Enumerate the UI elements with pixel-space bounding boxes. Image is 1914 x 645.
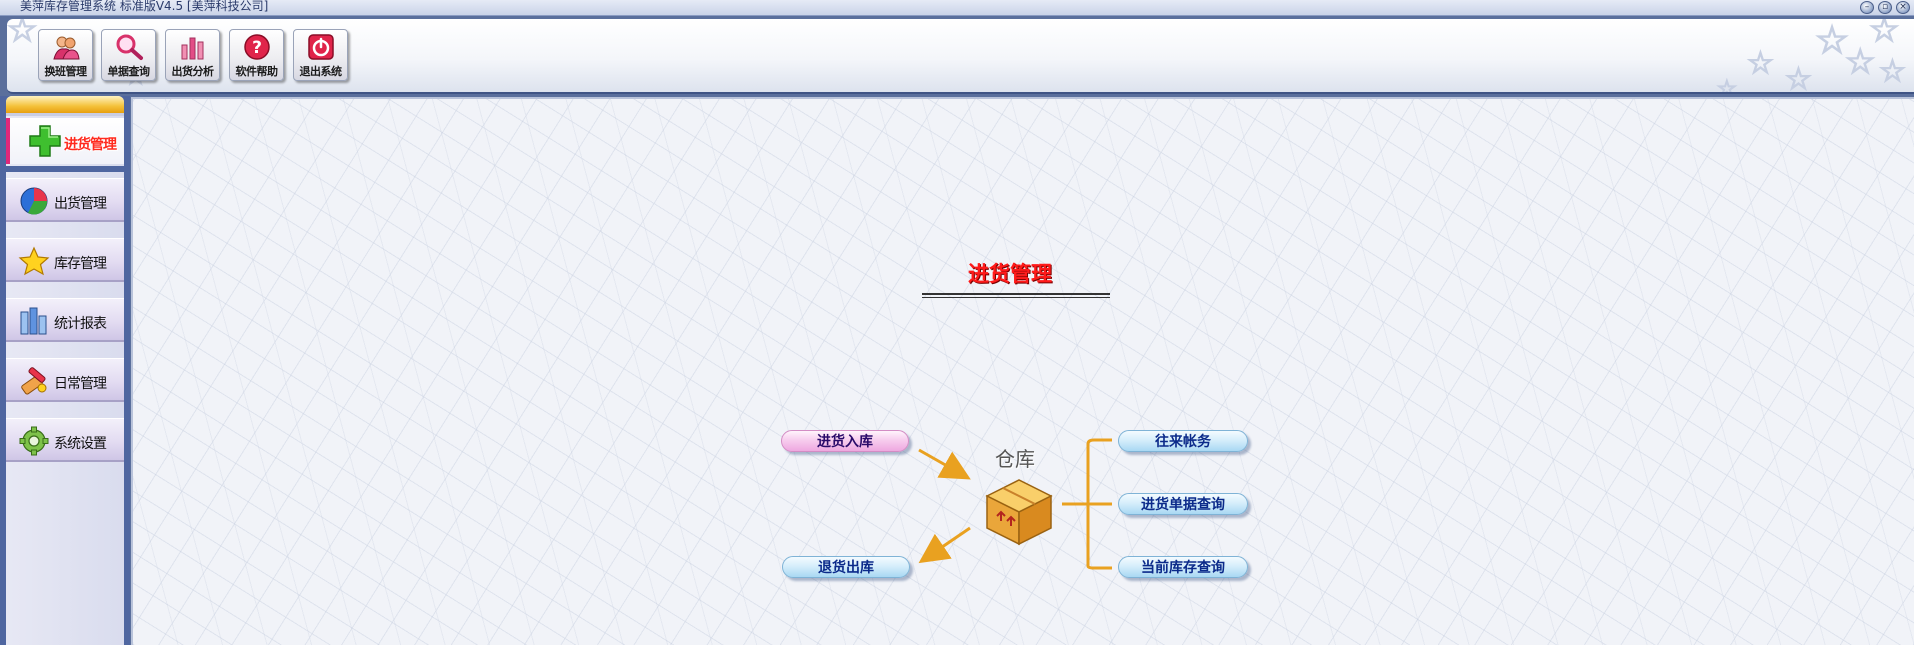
sidebar-item-label: 日常管理 (54, 376, 107, 392)
decor-star-icon: ☆ (1716, 76, 1737, 94)
exit-system-button[interactable]: 退出系统 (293, 29, 348, 81)
decor-star-icon: ☆ (1814, 19, 1850, 62)
sidebar-item-inventory-management[interactable]: 库存管理 (6, 238, 124, 282)
star-icon (18, 246, 50, 276)
svg-text:?: ? (252, 38, 262, 58)
decor-star-icon: ☆ (1784, 62, 1812, 94)
sidebar-item-daily-management[interactable]: 日常管理 (6, 358, 124, 402)
shipment-analysis-label: 出货分析 (171, 65, 215, 78)
current-stock-query-label: 当前库存查询 (1141, 560, 1225, 576)
bar-chart-icon (181, 37, 203, 60)
help-icon: ? (243, 34, 270, 60)
shift-management-label: 换班管理 (44, 65, 88, 78)
toolbar: ☆ ☆ ☆ ☆ ☆ ☆ ☆ ☆ ☆ 换班管理 单据查询 出货分析 (7, 19, 1914, 94)
user-group-icon (52, 36, 80, 60)
shipment-analysis-button[interactable]: 出货分析 (165, 29, 220, 81)
purchase-document-query-button[interactable]: 进货单据查询 (1118, 493, 1248, 515)
exit-system-label: 退出系统 (299, 65, 343, 78)
main-panel (131, 97, 1914, 645)
close-icon[interactable]: × (1896, 1, 1910, 14)
purchase-inbound-button[interactable]: 进货入库 (781, 430, 909, 452)
current-stock-query-button[interactable]: 当前库存查询 (1118, 556, 1248, 578)
sidebar-item-label: 系统设置 (54, 436, 107, 452)
restore-icon[interactable]: ▫ (1878, 1, 1892, 14)
sidebar-divider (0, 166, 130, 172)
sidebar-item-shipment-management[interactable]: 出货管理 (6, 178, 124, 222)
sidebar-active-label: 进货管理 (64, 137, 117, 153)
document-query-label: 单据查询 (107, 65, 151, 78)
green-plus-icon (29, 125, 61, 157)
document-query-button[interactable]: 单据查询 (101, 29, 156, 81)
sidebar-item-statistics-report[interactable]: 统计报表 (6, 298, 124, 342)
sidebar-item-system-settings[interactable]: 系统设置 (6, 418, 124, 462)
page-title: 进货管理 (968, 262, 1052, 286)
accounts-label: 往来帐务 (1155, 434, 1211, 450)
sidebar-item-label: 统计报表 (54, 316, 107, 332)
sidebar-item-label: 出货管理 (54, 196, 107, 212)
purchase-inbound-label: 进货入库 (817, 434, 873, 450)
warehouse-label: 仓库 (995, 447, 1035, 471)
decor-star-icon: ☆ (1878, 54, 1906, 90)
sidebar-panel: 进货管理 出货管理 库存管理 统计报表 (0, 96, 130, 645)
report-bars-icon (20, 307, 47, 335)
sidebar-item-label: 库存管理 (54, 256, 107, 272)
software-help-button[interactable]: ? 软件帮助 (229, 29, 284, 81)
title-bar: 美萍库存管理系统 标准版V4.5 [美萍科技公司] – ▫ × (0, 0, 1914, 16)
decor-star-icon: ☆ (1746, 46, 1774, 82)
sidebar-item-purchase-management[interactable]: 进货管理 (6, 118, 124, 164)
gear-icon (19, 426, 49, 456)
pie-chart-icon (20, 187, 48, 215)
tools-icon (21, 367, 47, 395)
magnifier-icon (116, 34, 143, 60)
return-outbound-button[interactable]: 退货出库 (782, 556, 910, 578)
decor-star-icon: ☆ (1844, 42, 1876, 82)
return-outbound-label: 退货出库 (818, 560, 874, 576)
decor-star-icon: ☆ (7, 19, 38, 50)
app-title: 美萍库存管理系统 标准版V4.5 [美萍科技公司] (20, 0, 269, 13)
accounts-button[interactable]: 往来帐务 (1118, 430, 1248, 452)
title-underline (922, 293, 1110, 298)
sidebar: 进货管理 出货管理 库存管理 统计报表 (0, 96, 130, 645)
purchase-document-query-label: 进货单据查询 (1141, 497, 1225, 513)
power-icon (307, 34, 334, 60)
software-help-label: 软件帮助 (235, 65, 279, 78)
sidebar-header-bar (6, 96, 124, 116)
shift-management-button[interactable]: 换班管理 (38, 29, 93, 81)
decor-star-icon: ☆ (1868, 19, 1900, 50)
minimize-icon[interactable]: – (1860, 1, 1874, 14)
